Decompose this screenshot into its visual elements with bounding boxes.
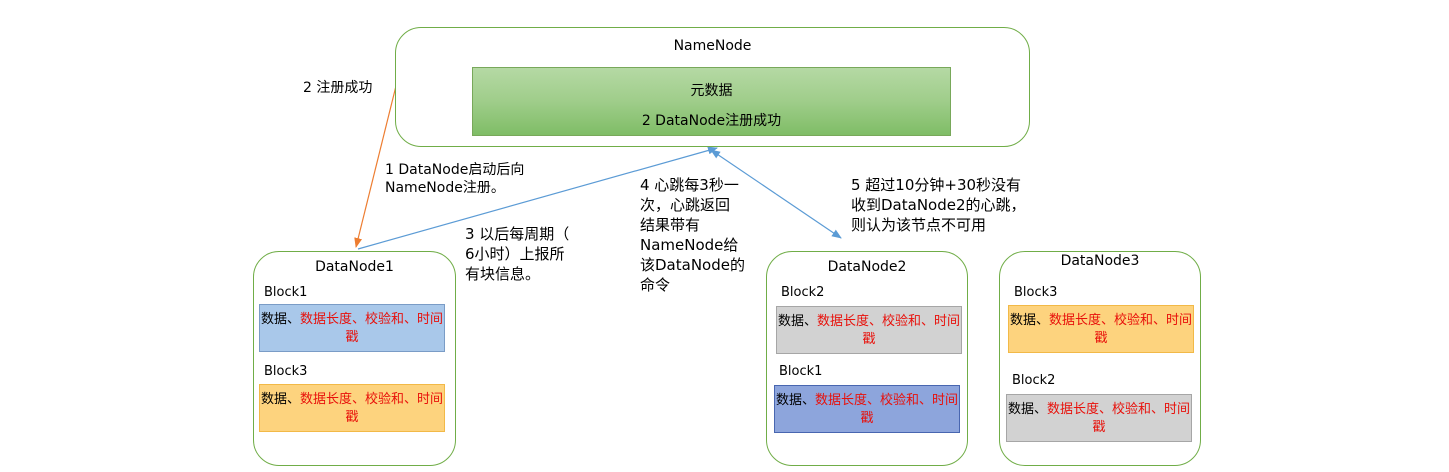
- step1-line: 1 DataNode启动后向: [385, 162, 525, 178]
- step4-line: 4 心跳每3秒一: [640, 176, 739, 194]
- datanode3-block2-label: Block2: [1012, 373, 1056, 388]
- heartbeat-arrow-down: [775, 193, 842, 239]
- datanode3-block3-label: Block3: [1014, 285, 1058, 300]
- datanode2-block2-label: Block2: [781, 285, 825, 300]
- block-data-text: 数据、: [1007, 402, 1047, 417]
- block-data-text: 数据、: [777, 314, 817, 329]
- datanode2-box: DataNode2: [766, 251, 968, 466]
- datanode2-block2-info: 数据、数据长度、校验和、时间戳: [776, 306, 962, 354]
- datanode3-block2-info: 数据、数据长度、校验和、时间戳: [1006, 394, 1192, 442]
- register-success-arrow: [354, 85, 397, 248]
- block-metadata-text: 数据长度、校验和、时间戳: [300, 392, 444, 425]
- step5-line: 则认为该节点不可用: [851, 216, 987, 234]
- block-metadata-text: 数据长度、校验和、时间戳: [300, 312, 444, 345]
- step4-line: 命令: [640, 276, 671, 294]
- step5-line: 5 超过10分钟+30秒没有: [851, 176, 1022, 194]
- block-data-text: 数据、: [260, 312, 300, 327]
- datanode2-block1-info: 数据、数据长度、校验和、时间戳: [774, 385, 960, 433]
- step5-line: 收到DataNode2的心跳，: [851, 196, 1026, 214]
- block-metadata-text: 数据长度、校验和、时间戳: [1049, 313, 1193, 346]
- datanode2-title: DataNode2: [827, 259, 907, 275]
- block-metadata-text: 数据长度、校验和、时间戳: [815, 393, 959, 426]
- register-request-arrow: [357, 146, 718, 250]
- heartbeat-arrow-up: [710, 149, 777, 195]
- step1-line: NameNode注册。: [385, 180, 505, 196]
- datanode1-title: DataNode1: [315, 259, 394, 275]
- block-data-text: 数据、: [1009, 313, 1049, 328]
- datanode2-block1-label: Block1: [779, 364, 823, 379]
- block-metadata-text: 数据长度、校验和、时间戳: [1047, 402, 1191, 435]
- step4-line: 结果带有: [640, 216, 701, 234]
- datanode1-block1-info: 数据、数据长度、校验和、时间戳: [259, 304, 445, 352]
- namenode-title: NameNode: [673, 38, 752, 54]
- datanode3-block3-info: 数据、数据长度、校验和、时间戳: [1008, 305, 1194, 353]
- step3-line: 3 以后每周期（: [465, 225, 570, 243]
- step3-line: 有块信息。: [465, 265, 541, 283]
- register-success-annotation: 2 注册成功: [303, 80, 373, 96]
- block-metadata-text: 数据长度、校验和、时间戳: [817, 314, 961, 347]
- metadata-register-line: 2 DataNode注册成功: [641, 113, 782, 129]
- datanode3-title: DataNode3: [1060, 253, 1140, 269]
- datanode1-block1-label: Block1: [264, 285, 308, 300]
- metadata-box: 元数据 2 DataNode注册成功: [472, 67, 951, 136]
- datanode1-block3-label: Block3: [264, 364, 308, 379]
- metadata-title: 元数据: [690, 83, 733, 99]
- step4-line: 该DataNode的: [640, 256, 745, 274]
- step4-line: NameNode给: [640, 236, 739, 254]
- step3-line: 6小时）上报所: [465, 245, 565, 263]
- block-data-text: 数据、: [260, 392, 300, 407]
- datanode1-block3-info: 数据、数据长度、校验和、时间戳: [259, 384, 445, 432]
- datanode1-box: DataNode1: [253, 251, 456, 466]
- block-data-text: 数据、: [775, 393, 815, 408]
- step4-line: 次，心跳返回: [640, 196, 731, 214]
